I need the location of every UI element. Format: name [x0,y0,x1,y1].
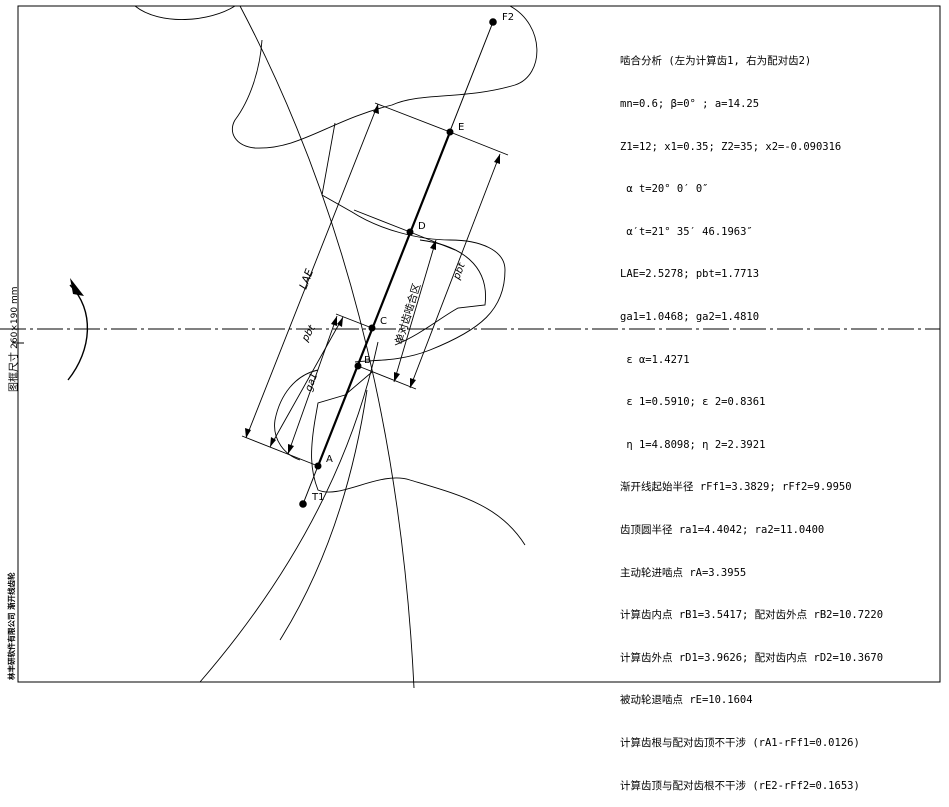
label-pbt-right: pbt [451,261,468,282]
gear2-tooth-flank [321,122,506,363]
point-C [368,324,376,332]
point-T1 [299,500,307,508]
point-D [406,228,414,236]
info-line: ε 1=0.5910; ε 2=0.8361 [620,396,766,409]
info-line: 计算齿内点 rB1=3.5417; 配对齿外点 rB2=10.7220 [620,609,884,622]
frame-size-value: 260×190 mm [10,286,20,349]
ext-line-E [374,102,451,133]
ext-line-E-right [449,131,509,156]
dim-pbt-left [269,316,344,448]
dim-ga1 [287,315,338,455]
label-E: E [458,122,464,133]
ext-line-D [353,209,411,233]
info-line: 主动轮进啮点 rA=3.3955 [620,566,747,579]
contact-path-AE [316,131,452,467]
frame-size-label: 图框尺寸 260×190 mm [9,286,20,392]
info-line: 计算齿根与配对齿顶不干涉 (rA1-rFf1=0.0126) [620,736,860,749]
dim-lae [245,103,379,439]
label-A: A [326,454,333,465]
ext-line-C [335,313,373,329]
info-line: 计算齿外点 rD1=3.9626; 配对齿内点 rD2=10.3670 [620,651,884,664]
rotation-arrow-arc [67,284,89,381]
gear1-root-arc [279,389,368,641]
info-title: 啮合分析 (左为计算齿1, 右为配对齿2) [620,55,812,68]
label-F2: F2 [502,12,514,23]
label-ga1: ga1 [303,372,320,393]
info-line: ε α=1.4271 [620,353,690,366]
rotation-arrow-head [70,278,84,296]
info-line: α t=20° 0′ 0″ [620,183,709,196]
info-line: 渐开线起始半径 rFf1=3.3829; rFf2=9.9950 [620,481,852,494]
point-E [446,128,454,136]
point-F2 [489,18,497,26]
label-C: C [380,316,387,327]
info-line: ga1=1.0468; ga2=1.4810 [620,310,760,323]
mesh-analysis-drawing: F2 E D C B A T1 LAE pbt ga1 单对齿啮合区 pbt [0,5,941,689]
info-line: LAE=2.5278; pbt=1.7713 [620,268,760,281]
ext-line-B-right [357,365,417,390]
dim-single-zone [393,239,437,383]
label-D: D [418,221,426,232]
info-line: mn=0.6; β=0° ; a=14.25 [620,98,760,110]
gear1-tooth-left [274,369,319,461]
info-line: 被动轮退啮点 rE=10.1604 [620,694,753,707]
company-label: 林丰研软件有限公司 渐开线齿轮 [7,572,16,680]
info-line: 齿顶圆半径 ra1=4.4042; ra2=11.0400 [620,523,825,536]
gear1-tooth-profile [311,371,526,546]
label-T1: T1 [311,492,324,503]
gear1-arc-lower [199,341,379,683]
info-line: η 1=4.8098; η 2=2.3921 [620,438,766,451]
label-lae: LAE [297,267,317,291]
ext-line-D-right [409,231,456,251]
info-line: α′t=21° 35′ 46.1963″ [620,225,753,238]
point-A [314,462,322,470]
label-pbt-left: pbt [300,323,319,345]
drawing-frame [17,5,941,683]
dim-pbt-right [409,153,501,389]
point-B [354,362,362,370]
info-line: Z1=12; x1=0.35; Z2=35; x2=-0.090316 [620,140,842,153]
info-line: 计算齿顶与配对齿根不干涉 (rE2-rFf2=0.1653) [620,779,860,792]
label-B: B [364,355,371,366]
gear2-tooth-profile [231,5,538,149]
gear1-arc-upper [134,5,236,20]
ext-line-A [241,435,319,467]
